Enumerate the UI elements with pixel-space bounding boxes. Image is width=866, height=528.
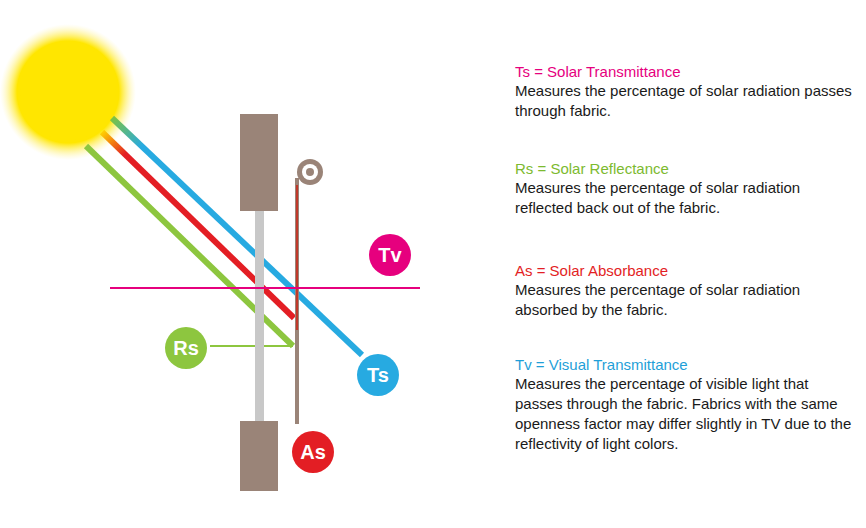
- reflected-line: [210, 345, 293, 347]
- sun: [20, 44, 116, 140]
- window-frame-bottom: [240, 421, 278, 491]
- as-circle: As: [292, 431, 334, 473]
- term-description: Measures the percentage of solar radiati…: [515, 178, 860, 218]
- shade-fabric: [295, 178, 299, 424]
- term-heading: As = Solar Absorbance: [515, 261, 860, 281]
- term-description: Measures the percentage of solar radiati…: [515, 280, 860, 320]
- sun-glow: [0, 24, 136, 160]
- term-heading: Rs = Solar Reflectance: [515, 159, 860, 179]
- ts-circle: Ts: [357, 354, 399, 396]
- shade-roller: [297, 159, 323, 185]
- window-glass: [255, 211, 264, 421]
- circle-label: Ts: [367, 365, 389, 385]
- term-heading: Ts = Solar Transmittance: [515, 62, 860, 82]
- circle-label: As: [300, 442, 326, 462]
- circle-label: Rs: [173, 338, 199, 358]
- tv-line: [110, 287, 420, 289]
- term-description: Measures the percentage of solar radiati…: [515, 81, 860, 121]
- shade-roller-core: [302, 164, 318, 180]
- tv-circle: Tv: [369, 234, 411, 276]
- shade-roller-axle: [306, 168, 314, 176]
- shade-absorb: [296, 185, 298, 330]
- rs-circle: Rs: [165, 327, 207, 369]
- term-heading: Tv = Visual Transmittance: [515, 355, 860, 375]
- circle-label: Tv: [378, 245, 401, 265]
- window-frame-top: [240, 114, 278, 211]
- transmitted-ray: [112, 118, 362, 355]
- term-description: Measures the percentage of visible light…: [515, 374, 860, 454]
